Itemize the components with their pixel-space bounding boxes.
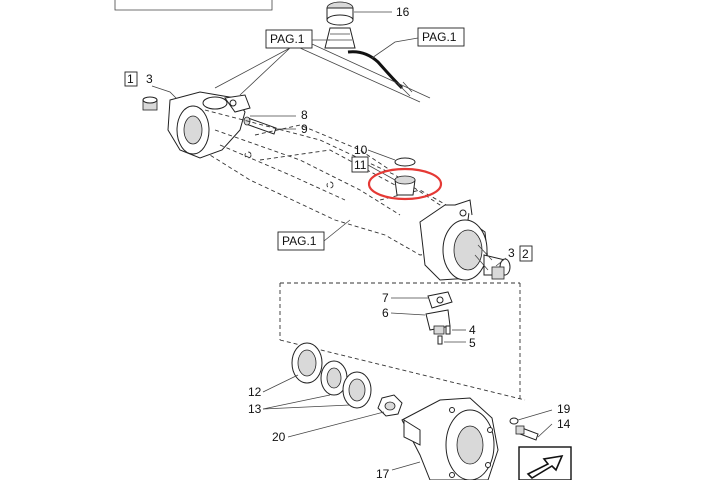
arrow-icon[interactable] bbox=[518, 446, 572, 480]
callout-7: 7 bbox=[382, 291, 389, 305]
top-frame bbox=[114, 0, 273, 11]
callout-17: 17 bbox=[376, 467, 390, 480]
part-12-ring bbox=[291, 342, 323, 384]
part-14-bolt bbox=[515, 425, 539, 441]
part-4-screw bbox=[445, 325, 451, 335]
callout-12: 12 bbox=[248, 385, 262, 399]
callout-20: 20 bbox=[272, 430, 286, 444]
ball-joint bbox=[324, 27, 356, 49]
page-ref-box-top-left bbox=[265, 29, 313, 49]
part-7-gasket bbox=[427, 291, 453, 309]
callout-6: 6 bbox=[382, 306, 389, 320]
callout-5: 5 bbox=[469, 336, 476, 350]
callout-8: 8 bbox=[301, 108, 308, 122]
part-10-seal bbox=[394, 157, 416, 167]
callout-19: 19 bbox=[557, 402, 571, 416]
left-bushing bbox=[142, 96, 158, 111]
differential-frame bbox=[279, 282, 526, 401]
part-5-plug bbox=[437, 335, 443, 345]
page-ref-top-right: PAG.1 bbox=[422, 30, 457, 44]
callout-box-2 bbox=[519, 245, 533, 262]
part-11-bushing bbox=[394, 175, 416, 196]
left-steering-knuckle bbox=[167, 91, 251, 159]
page-ref-top-left: PAG.1 bbox=[270, 32, 305, 46]
callout-11: 11 bbox=[354, 158, 367, 172]
page-ref-middle: PAG.1 bbox=[282, 234, 317, 248]
highlight-ellipse bbox=[367, 167, 443, 201]
callout-1: 1 bbox=[127, 72, 134, 86]
bolt-8-9 bbox=[243, 116, 277, 135]
part-17-differential bbox=[401, 397, 499, 480]
right-steering-knuckle bbox=[419, 199, 511, 281]
part-16-cap bbox=[326, 1, 354, 26]
part-13-bearing-b bbox=[342, 371, 372, 409]
callout-4: 4 bbox=[469, 323, 476, 337]
part-20-nut bbox=[377, 394, 403, 417]
callout-3-right: 3 bbox=[508, 246, 515, 260]
right-bushing bbox=[491, 266, 505, 280]
page-ref-box-top-right bbox=[417, 27, 465, 47]
callout-3-left: 3 bbox=[146, 72, 153, 86]
callout-16: 16 bbox=[396, 5, 410, 19]
callout-2: 2 bbox=[522, 247, 529, 261]
callout-10: 10 bbox=[354, 143, 368, 157]
callout-9: 9 bbox=[301, 122, 308, 136]
callout-box-1 bbox=[124, 71, 138, 87]
callout-box-11 bbox=[351, 156, 369, 173]
part-19-washer bbox=[509, 417, 519, 425]
sensor-cable bbox=[347, 50, 404, 90]
callout-14: 14 bbox=[557, 417, 571, 431]
callout-13: 13 bbox=[248, 402, 262, 416]
